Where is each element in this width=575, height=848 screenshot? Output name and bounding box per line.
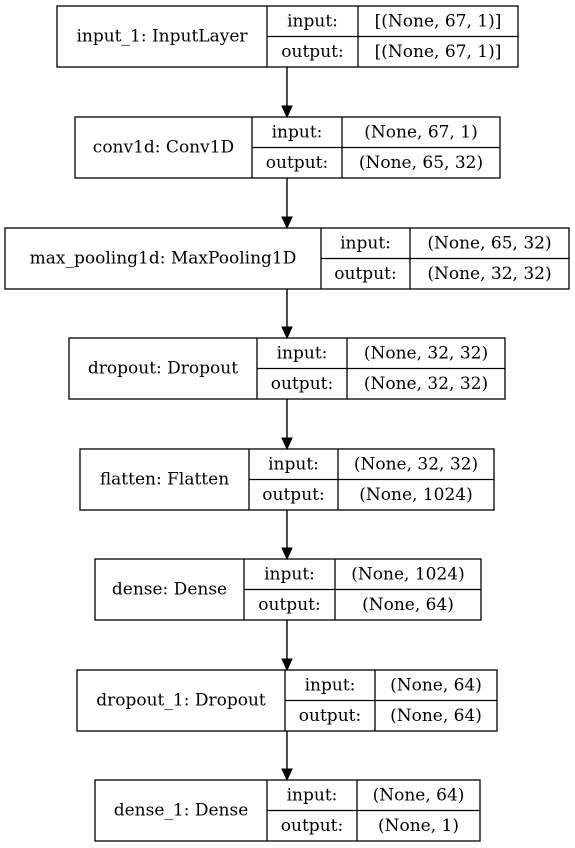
output-shape: (None, 65, 32) <box>359 153 483 173</box>
layer-node: dropout_1: Dropout input: output: (None, 64… <box>76 669 498 732</box>
arrow-head-icon <box>281 658 293 672</box>
arrow-head-icon <box>281 768 293 782</box>
connector-arrow <box>281 510 293 561</box>
input-shape: (None, 1024) <box>351 564 464 584</box>
layer-node: dense: Dense input: output: (None, 1024) (No… <box>94 558 482 621</box>
output-label: output: <box>266 153 328 173</box>
arrow-head-icon <box>281 216 293 230</box>
input-label: input: <box>287 785 338 805</box>
input-label: input: <box>287 11 338 31</box>
input-shape: (None, 64) <box>390 675 482 695</box>
connector-arrow <box>281 399 293 451</box>
layer-name: input_1: InputLayer <box>76 27 248 47</box>
output-shape: [(None, 67, 1)] <box>375 42 502 62</box>
output-label: output: <box>271 374 333 394</box>
connector-arrow <box>281 731 293 782</box>
input-shape: (None, 32, 32) <box>354 454 478 474</box>
arrow-head-icon <box>281 326 293 340</box>
output-shape: (None, 32, 32) <box>427 264 551 284</box>
input-shape: [(None, 67, 1)] <box>375 11 502 31</box>
input-label: input: <box>264 564 315 584</box>
arrow-head-icon <box>281 437 293 451</box>
input-label: input: <box>277 343 328 363</box>
layer-name: max_pooling1d: MaxPooling1D <box>30 249 297 269</box>
output-shape: (None, 64) <box>390 706 482 726</box>
layer-node: dropout: Dropout input: output: (None, 32, … <box>68 337 506 400</box>
output-label: output: <box>262 485 324 505</box>
layer-node: flatten: Flatten input: output: (None, 32, … <box>79 448 495 511</box>
connector-arrow <box>281 289 293 340</box>
arrow-head-icon <box>281 105 293 119</box>
layer-name: flatten: Flatten <box>100 470 229 490</box>
layer-node: max_pooling1d: MaxPooling1D input: output:… <box>4 227 570 290</box>
input-label: input: <box>340 233 391 253</box>
input-shape: (None, 65, 32) <box>427 233 551 253</box>
connector-arrow <box>281 178 293 230</box>
output-label: output: <box>258 595 320 615</box>
input-label: input: <box>305 675 356 695</box>
layer-name: dense: Dense <box>112 580 227 600</box>
output-label: output: <box>299 706 361 726</box>
output-shape: (None, 1024) <box>359 485 472 505</box>
input-shape: (None, 64) <box>373 785 465 805</box>
output-shape: (None, 1) <box>378 816 459 836</box>
layer-name: dropout: Dropout <box>88 359 238 379</box>
output-shape: (None, 32, 32) <box>364 374 488 394</box>
input-label: input: <box>272 122 323 142</box>
input-shape: (None, 32, 32) <box>364 343 488 363</box>
layer-node: conv1d: Conv1D input: output: (None, 67, 1)… <box>74 116 501 179</box>
connector-arrow <box>281 67 293 119</box>
arrow-head-icon <box>281 547 293 561</box>
layer-name: dense_1: Dense <box>114 801 249 821</box>
output-label: output: <box>281 816 343 836</box>
layer-node: input_1: InputLayer input: output: [(None, … <box>56 5 519 68</box>
input-shape: (None, 67, 1) <box>364 122 477 142</box>
input-label: input: <box>268 454 319 474</box>
connector-arrow <box>281 620 293 672</box>
layer-node: dense_1: Dense input: output: (None, 64) (No… <box>94 779 481 842</box>
output-label: output: <box>334 264 396 284</box>
output-shape: (None, 64) <box>362 595 454 615</box>
output-label: output: <box>281 42 343 62</box>
layer-name: conv1d: Conv1D <box>93 138 234 158</box>
layer-name: dropout_1: Dropout <box>96 691 266 711</box>
